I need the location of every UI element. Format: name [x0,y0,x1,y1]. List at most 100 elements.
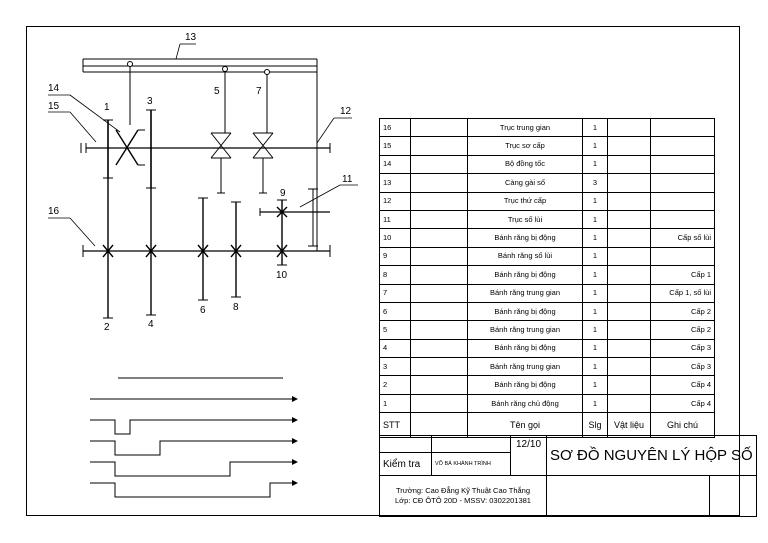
part-number: 6 [379,301,411,322]
part-number: 1 [379,393,411,414]
part-quantity: 1 [582,301,608,322]
part-material [607,191,651,211]
part-number: 7 [379,283,411,303]
callout-14: 14 [48,83,60,94]
part-quantity: 1 [582,209,608,230]
part-material [607,357,651,377]
part-name: Bánh răng bị động [467,228,583,248]
part-number: 14 [379,154,411,175]
part-name: Bánh răng bị động [467,375,583,395]
part-name: Trục thứ cấp [467,191,583,211]
part-quantity: 1 [582,117,608,138]
part-note: Cấp 4 [650,393,715,414]
header-material: Vật liệu [607,412,651,439]
part-note [650,191,715,211]
part-note: Cấp 3 [650,357,715,377]
power-flow-diagram [90,377,298,498]
part-note: Cấp 4 [650,375,715,395]
callout-leaders [48,43,358,247]
part-material [607,228,651,248]
part-quantity: 1 [582,191,608,211]
header-blank [410,412,468,439]
drawing-title: SƠ ĐỒ NGUYÊN LÝ HỘP SỐ [546,435,757,476]
callout-4: 4 [148,319,154,330]
part-blank [410,393,468,414]
date-cell: 12/10 [510,435,547,476]
header-name: Tên gọi [467,412,583,439]
part-number: 16 [379,117,411,138]
part-material [607,136,651,156]
part-name: Bánh răng chủ động [467,393,583,414]
part-note: Cấp 2 [650,320,715,340]
part-material [607,154,651,175]
part-number: 5 [379,320,411,340]
part-blank [410,320,468,340]
header-note: Ghi chú [650,412,715,439]
callout-3: 3 [147,96,153,107]
synchronizers [210,132,274,194]
part-blank [410,265,468,285]
part-note: Cấp 1 [650,265,715,285]
part-blank [410,173,468,193]
reverse-shaft [259,208,330,216]
part-blank [410,246,468,267]
part-number: 3 [379,357,411,377]
header-qty: Slg [582,412,608,439]
gear-2 [102,178,114,319]
part-blank [410,191,468,211]
part-note [650,246,715,267]
upper-shaft [80,143,331,153]
part-note: Cấp 1, số lùi [650,283,715,303]
part-name: Bánh răng bị động [467,338,583,359]
reverse-gears [276,188,318,266]
part-number: 15 [379,136,411,156]
part-blank [410,375,468,395]
part-note [650,154,715,175]
school-line-1: Trường: Cao Đẳng Kỹ Thuật Cao Thắng [395,486,531,495]
part-quantity: 1 [582,136,608,156]
role-cell: Kiểm tra [379,452,432,476]
part-quantity: 1 [582,338,608,359]
part-note: Cấp số lùi [650,228,715,248]
part-blank [410,357,468,377]
callout-15: 15 [48,101,60,112]
part-number: 4 [379,338,411,359]
part-number: 11 [379,209,411,230]
callout-6: 6 [200,305,206,316]
part-blank [410,117,468,138]
part-name: Bánh răng trung gian [467,357,583,377]
part-name: Trục số lùi [467,209,583,230]
part-number: 10 [379,228,411,248]
part-blank [410,209,468,230]
part-material [607,265,651,285]
part-material [607,173,651,193]
part-name: Bánh răng trung gian [467,320,583,340]
person-cell: VÕ BÁ KHÁNH TRÌNH [431,452,511,476]
part-note [650,173,715,193]
gear-3-4 [145,109,157,316]
part-name: Trục sơ cấp [467,136,583,156]
part-quantity: 1 [582,393,608,414]
part-quantity: 1 [582,375,608,395]
part-name: Trục trung gian [467,117,583,138]
part-number: 12 [379,191,411,211]
part-material [607,283,651,303]
lower-shaft [82,245,331,257]
part-number: 2 [379,375,411,395]
part-quantity: 1 [582,228,608,248]
part-name: Bánh răng số lùi [467,246,583,267]
part-material [607,209,651,230]
callout-12: 12 [340,106,352,117]
